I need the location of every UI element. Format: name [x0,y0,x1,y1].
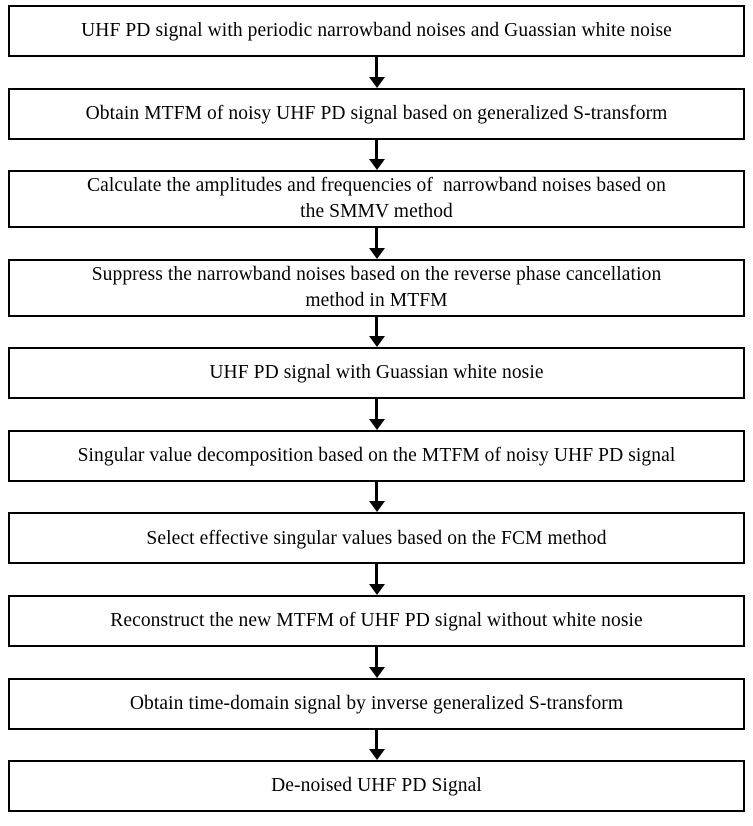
flow-node-n6[interactable]: Singular value decomposition based on th… [8,429,745,482]
arrow-shaft [375,57,378,79]
flow-node-label: Reconstruct the new MTFM of UHF PD signa… [110,610,643,632]
arrowhead-down-icon [368,749,385,761]
flow-node-label: Select effective singular values based o… [146,527,607,549]
flow-node-label: Obtain MTFM of noisy UHF PD signal based… [85,102,668,124]
flow-node-label: Obtain time-domain signal by inverse gen… [129,692,624,714]
flow-node-n2[interactable]: Obtain MTFM of noisy UHF PD signal based… [8,87,745,140]
flow-node-label: UHF PD signal with Guassian white nosie [209,362,544,384]
flow-node-n9[interactable]: Obtain time-domain signal by inverse gen… [8,677,745,730]
flow-node-label: Singular value decomposition based on th… [77,444,676,466]
flow-node-n10[interactable]: De-noised UHF PD Signal [8,760,745,813]
arrow-shaft [375,399,378,421]
flow-arrow-e4 [8,316,745,348]
flow-node-n1[interactable]: UHF PD signal with periodic narrowband n… [8,5,745,57]
arrowhead-down-icon [368,76,385,88]
flow-arrow-e9 [8,729,745,761]
flow-arrow-e1 [8,57,745,88]
flow-arrow-e7 [8,564,745,595]
arrow-shaft [375,481,378,504]
arrow-shaft [375,729,378,752]
arrowhead-down-icon [368,247,385,259]
flow-node-n5[interactable]: UHF PD signal with Guassian white nosie [8,347,745,400]
arrow-shaft [375,228,378,250]
flow-node-label: UHF PD signal with periodic narrowband n… [81,20,672,42]
flow-node-label: Calculate the amplitudes and frequencies… [87,175,666,223]
flow-arrow-e5 [8,399,745,430]
flow-node-n3[interactable]: Calculate the amplitudes and frequencies… [8,170,745,229]
arrow-shaft [375,646,378,669]
arrowhead-down-icon [368,336,385,348]
arrowhead-down-icon [368,159,385,171]
flow-arrow-e3 [8,228,745,259]
flow-arrow-e8 [8,646,745,678]
arrowhead-down-icon [368,418,385,430]
arrowhead-down-icon [368,501,385,513]
flow-node-label: De-noised UHF PD Signal [271,775,482,797]
arrow-shaft [375,564,378,586]
flow-arrow-e2 [8,139,745,171]
arrowhead-down-icon [368,583,385,595]
arrowhead-down-icon [368,666,385,678]
flow-arrow-e6 [8,481,745,513]
flow-node-n8[interactable]: Reconstruct the new MTFM of UHF PD signa… [8,594,745,647]
flow-node-label: Suppress the narrowband noises based on … [91,263,662,311]
flow-node-n7[interactable]: Select effective singular values based o… [8,512,745,565]
arrow-shaft [375,316,378,339]
arrow-shaft [375,139,378,162]
flow-node-n4[interactable]: Suppress the narrowband noises based on … [8,258,745,317]
